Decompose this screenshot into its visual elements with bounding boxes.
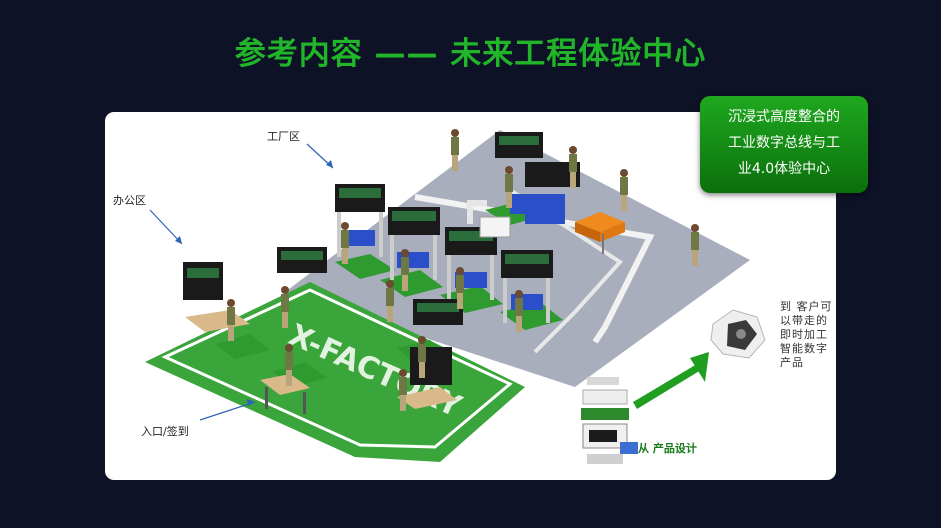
- green-arrow: [633, 352, 709, 409]
- take-away-line: 产品: [780, 356, 804, 369]
- hex-device: [710, 309, 766, 359]
- take-away-line: 即时加工: [780, 328, 828, 341]
- robot-arm: [467, 200, 511, 238]
- entrance-label: 入口/签到: [141, 425, 189, 438]
- orange-boxes: [575, 212, 625, 254]
- factory-floor-illustration: X-FACTORY: [145, 129, 766, 464]
- callout-text: 沉浸式高度整合的 工业数字总线与工 业4.0体验中心: [708, 104, 860, 182]
- take-away-line: 以带走的: [780, 314, 828, 327]
- product-design-label: 从 产品设计: [638, 442, 697, 455]
- callout-line: 沉浸式高度整合的: [728, 109, 840, 125]
- workstation-5: [277, 247, 327, 273]
- office-screens: [183, 262, 250, 332]
- take-away-line: 智能数字: [780, 342, 828, 355]
- workstation-1: [335, 184, 385, 257]
- entrance-pointer: [199, 401, 256, 421]
- people: [227, 129, 699, 411]
- office-zone-label: 办公区: [113, 194, 146, 207]
- green-floor: [145, 282, 525, 462]
- product-exploded-view: [581, 377, 638, 464]
- workstation-6: [413, 299, 463, 325]
- callout-line: 工业数字总线与工: [728, 135, 840, 151]
- factory-zone-label: 工厂区: [267, 130, 300, 143]
- take-away-label: 到 客户可 以带走的 即时加工 智能数字 产品: [780, 300, 834, 370]
- page-title: 参考内容 —— 未来工程体验中心: [234, 36, 707, 72]
- entrance-desk: [260, 347, 457, 414]
- take-away-line: 到 客户可: [780, 300, 833, 313]
- office-pointer: [149, 209, 183, 245]
- callout-line: 业4.0体验中心: [737, 161, 831, 177]
- info-callout: 沉浸式高度整合的 工业数字总线与工 业4.0体验中心: [700, 96, 868, 193]
